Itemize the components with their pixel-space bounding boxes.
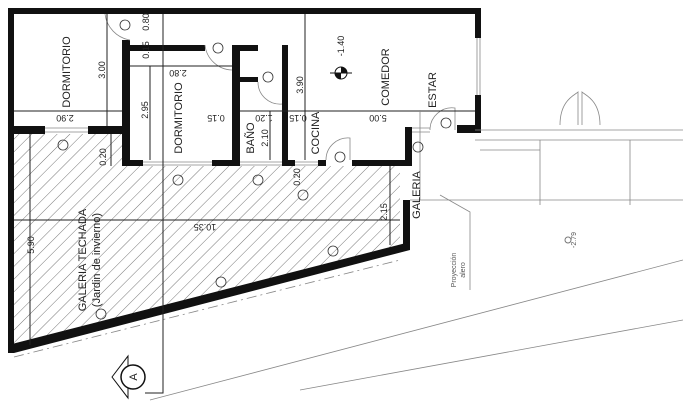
- door-swings: [104, 13, 456, 161]
- room-dormitorio-1: DORMITORIO: [61, 36, 73, 108]
- dim-0-20-b: 0.20: [292, 168, 302, 186]
- dim-5-00: 5.00: [369, 113, 387, 123]
- dim-2-95: 2.95: [140, 101, 150, 119]
- section-marker-label: A: [128, 373, 140, 381]
- walls: [8, 8, 481, 353]
- level-comedor: -1.40: [336, 36, 346, 57]
- room-estar: ESTAR: [427, 72, 439, 108]
- level-marker-icon: [330, 66, 352, 80]
- room-galeria: GALERIA: [411, 170, 423, 218]
- dim-5-90: 5.90: [26, 236, 36, 254]
- dim-0-80: 0.80: [141, 13, 151, 31]
- dim-10-35: 10.35: [194, 222, 217, 232]
- room-galeria-techada: GALERIA TECHADA: [77, 208, 89, 311]
- room-dormitorio-2: DORMITORIO: [173, 82, 185, 154]
- note-proyeccion: Proyección: [451, 253, 458, 288]
- dim-3-90: 3.90: [295, 76, 305, 94]
- dim-0-15-b: 0.15: [207, 113, 225, 123]
- note-alero: alero: [460, 262, 467, 278]
- section-marker-a: A: [111, 354, 146, 400]
- dim-1-20: 1.20: [255, 113, 273, 123]
- dim-3-00: 3.00: [97, 61, 107, 79]
- room-bano: BAÑO: [244, 122, 257, 154]
- level-marker-exterior-icon: [564, 236, 572, 244]
- dim-2-90: 2.90: [56, 113, 74, 123]
- room-comedor: COMEDOR: [380, 48, 392, 106]
- door-tag-icons: [57, 19, 452, 320]
- dim-0-15-c: 0.15: [289, 113, 307, 123]
- level-exterior: -2.79: [571, 232, 578, 248]
- dim-2-15: 2.15: [379, 203, 389, 221]
- room-jardin-de-invierno: (Jardin de invierno): [91, 213, 103, 307]
- galeria-techada-hatch: [14, 134, 400, 345]
- windows: [45, 38, 481, 166]
- dim-0-15-a: 0.15: [141, 41, 151, 59]
- dim-2-80: 2.80: [169, 68, 187, 78]
- dim-2-10: 2.10: [260, 129, 270, 147]
- room-cocina: COCINA: [310, 111, 322, 154]
- dim-0-20-a: 0.20: [98, 148, 108, 166]
- dimension-lines: [13, 14, 683, 401]
